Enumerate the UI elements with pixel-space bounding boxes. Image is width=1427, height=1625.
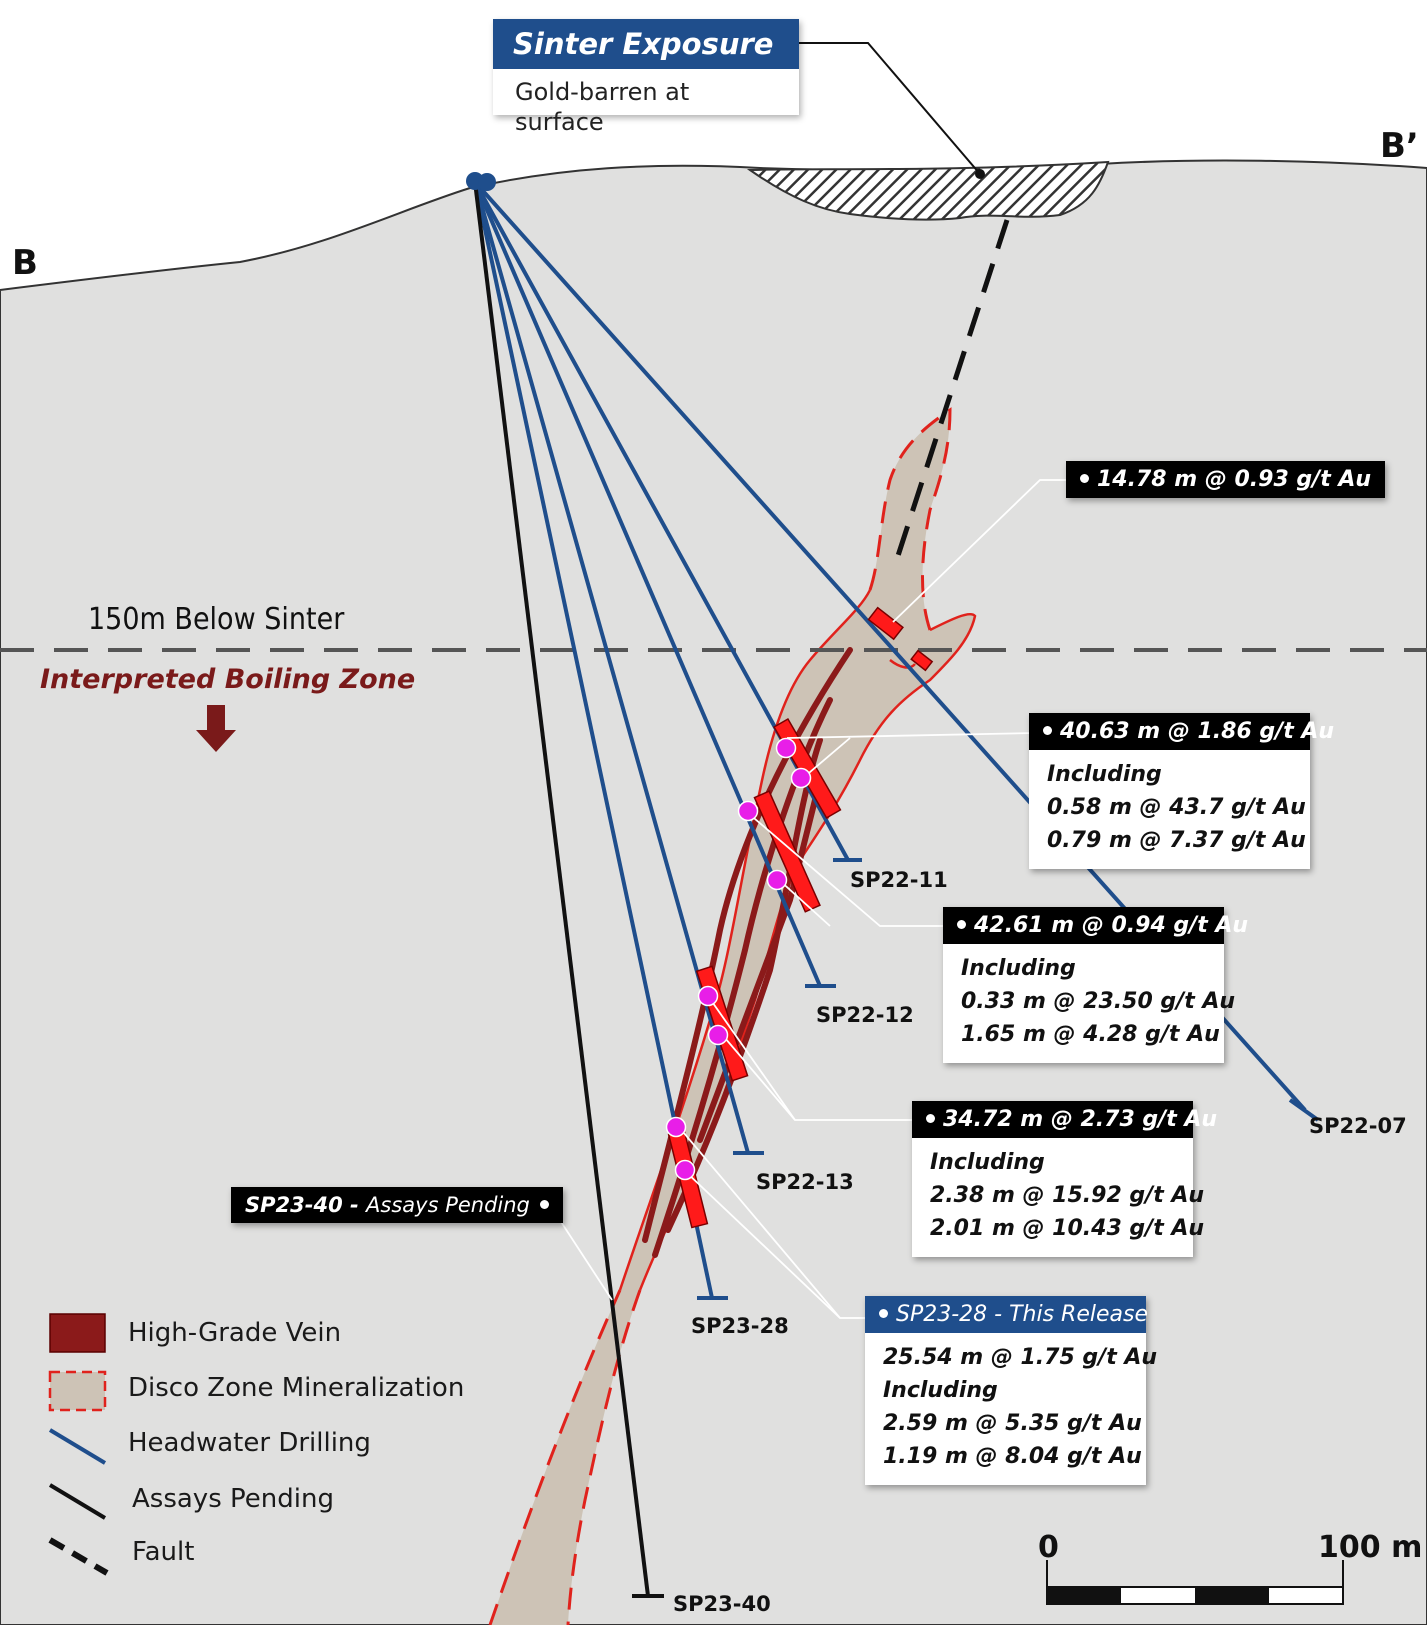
sinter-callout: Sinter Exposure Gold-barren at surface bbox=[493, 19, 799, 136]
intercept-box-sp22-12: 42.61 m @ 0.94 g/t Au Including 0.33 m @… bbox=[943, 907, 1248, 1063]
intercept-header: 42.61 m @ 0.94 g/t Au bbox=[974, 913, 1249, 938]
legend-pending-line bbox=[48, 1483, 107, 1520]
hole-label-sp22-12: SP22-12 bbox=[816, 1003, 914, 1027]
intercept-line: 0.33 m @ 23.50 g/t Au bbox=[961, 989, 1236, 1014]
scale-end-label: 100 m bbox=[1318, 1530, 1423, 1565]
boiling-zone-label: Interpreted Boiling Zone bbox=[40, 664, 416, 695]
intercept-box-sp22-07: 14.78 m @ 0.93 g/t Au bbox=[1066, 461, 1386, 498]
hole-label-sp23-28: SP23-28 bbox=[691, 1314, 789, 1338]
pending-hole: SP23-40 - bbox=[245, 1193, 359, 1217]
hole-sp23-40 bbox=[473, 181, 650, 1597]
pending-label-box: SP23-40 - Assays Pending bbox=[231, 1187, 563, 1223]
bullet-icon bbox=[1080, 473, 1089, 483]
pending-text: Assays Pending bbox=[366, 1193, 530, 1217]
intercept-header: SP23-28 - This Release bbox=[896, 1302, 1148, 1327]
scale-start-label: 0 bbox=[1038, 1530, 1059, 1565]
sinter-subtitle: Gold-barren at surface bbox=[493, 69, 799, 136]
bullet-icon bbox=[539, 1199, 549, 1209]
intercept-line: 0.58 m @ 43.7 g/t Au bbox=[1047, 795, 1306, 820]
disco-zone-edge-right bbox=[566, 1289, 642, 1625]
disco-zone-notch bbox=[889, 659, 916, 669]
bullet-icon bbox=[879, 1308, 888, 1318]
depth-label: 150m Below Sinter bbox=[88, 602, 345, 637]
intercept-line: Including bbox=[883, 1378, 998, 1403]
intercept-line: 2.38 m @ 15.92 g/t Au bbox=[930, 1183, 1205, 1208]
intercept-header: 40.63 m @ 1.86 g/t Au bbox=[1060, 719, 1335, 744]
disco-zone bbox=[490, 410, 975, 1625]
assay-markers bbox=[665, 737, 812, 1181]
hole-label-sp22-07: SP22-07 bbox=[1309, 1114, 1407, 1138]
intercept-line: 1.19 m @ 8.04 g/t Au bbox=[883, 1444, 1142, 1469]
bullet-icon bbox=[957, 919, 966, 929]
legend-vein-label: High-Grade Vein bbox=[128, 1318, 342, 1348]
legend-fault-line bbox=[48, 1537, 109, 1576]
hole-label-sp22-11: SP22-11 bbox=[850, 868, 948, 892]
vein-4 bbox=[697, 777, 823, 1143]
legend-zone-label: Disco Zone Mineralization bbox=[128, 1373, 465, 1403]
intercept-line: 1.65 m @ 4.28 g/t Au bbox=[961, 1022, 1220, 1047]
hole-label-sp22-13: SP22-13 bbox=[756, 1170, 854, 1194]
legend-pending-label: Assays Pending bbox=[132, 1484, 334, 1514]
intercept-line: 25.54 m @ 1.75 g/t Au bbox=[883, 1345, 1158, 1370]
fault-line bbox=[892, 219, 1010, 566]
disco-zone-edge-left bbox=[488, 1289, 622, 1625]
vein-3 bbox=[665, 737, 823, 1233]
disco-zone-edge-top bbox=[868, 407, 952, 631]
intercept-line: Including bbox=[930, 1150, 1045, 1175]
hole-sp23-28 bbox=[473, 181, 714, 1299]
legend-drill-line bbox=[48, 1428, 107, 1465]
intercept-line: Including bbox=[961, 956, 1076, 981]
legend-zone-swatch bbox=[48, 1370, 107, 1412]
sinter-pointer bbox=[770, 42, 981, 175]
intercept-header: 34.72 m @ 2.73 g/t Au bbox=[943, 1107, 1218, 1132]
boiling-arrow bbox=[196, 705, 236, 752]
intercept-box-sp22-13: 34.72 m @ 2.73 g/t Au Including 2.38 m @… bbox=[912, 1101, 1217, 1257]
hole-end-caps bbox=[632, 858, 1320, 1598]
intercept-box-sp22-11: 40.63 m @ 1.86 g/t Au Including 0.58 m @… bbox=[1029, 713, 1334, 869]
intercept-box-sp23-28: SP23-28 - This Release 25.54 m @ 1.75 g/… bbox=[865, 1296, 1158, 1485]
intercept-line: 2.01 m @ 10.43 g/t Au bbox=[930, 1216, 1205, 1241]
section-label-right: B’ bbox=[1380, 126, 1419, 166]
intercept-header: 14.78 m @ 0.93 g/t Au bbox=[1097, 467, 1372, 492]
ground bbox=[0, 159, 1427, 1625]
bullet-icon bbox=[926, 1113, 935, 1123]
section-label-left: B bbox=[12, 243, 38, 283]
sinter-title: Sinter Exposure bbox=[493, 19, 799, 69]
intercept-line: 0.79 m @ 7.37 g/t Au bbox=[1047, 828, 1306, 853]
hole-sp22-12 bbox=[473, 181, 822, 987]
intercept-line: 2.59 m @ 5.35 g/t Au bbox=[883, 1411, 1142, 1436]
bullet-icon bbox=[1043, 725, 1052, 735]
legend-fault-label: Fault bbox=[132, 1537, 195, 1567]
hole-label-sp23-40: SP23-40 bbox=[673, 1592, 771, 1616]
legend-vein-swatch bbox=[49, 1313, 106, 1353]
intercept-line: Including bbox=[1047, 762, 1162, 787]
legend-drill-label: Headwater Drilling bbox=[128, 1428, 371, 1458]
sinter-exposure bbox=[746, 160, 1110, 221]
scale-bar bbox=[1046, 1560, 1344, 1605]
